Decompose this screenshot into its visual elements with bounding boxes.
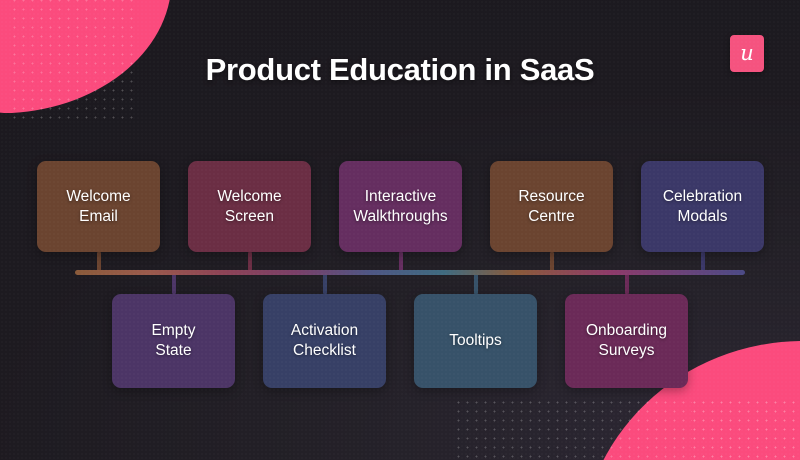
- node-label-line2: Checklist: [293, 342, 356, 359]
- connector-stem-celebration-modals: [700, 252, 705, 275]
- node-label-line1: Welcome: [217, 187, 282, 205]
- node-label-line1: Activation: [290, 322, 359, 340]
- connector-horizontal-line: [75, 270, 745, 275]
- node-label-line2: Surveys: [598, 342, 655, 359]
- connector-stem-tooltips: [473, 270, 478, 294]
- node-label-line2: State: [155, 342, 192, 359]
- connector-stem-empty-state: [171, 270, 176, 294]
- node-label-line1: Onboarding: [585, 322, 667, 340]
- node-label-line2: Email: [79, 207, 118, 225]
- node-label-line1: Tooltips: [449, 332, 502, 350]
- node-label-line1: Resource: [518, 187, 585, 205]
- connector-stem-welcome-screen: [247, 252, 252, 275]
- connector-stem-welcome-email: [96, 252, 101, 275]
- node-tooltips[interactable]: Tooltips: [414, 294, 537, 388]
- connector-stem-onboarding-surveys: [624, 270, 629, 294]
- node-label: Tooltips: [449, 331, 502, 351]
- page-title: Product Education in SaaS: [205, 52, 595, 87]
- node-label-line1: Empty: [151, 322, 196, 340]
- node-label-line2: Centre: [528, 207, 575, 225]
- connector-stem-activation-checklist: [322, 270, 327, 294]
- logo-letter-u-icon: u: [740, 40, 754, 65]
- node-label-line2: Screen: [224, 207, 275, 225]
- node-label-line2: Modals: [677, 207, 728, 225]
- node-label-line1: Welcome: [66, 187, 131, 205]
- node-label-line2: Walkthroughs: [353, 207, 448, 225]
- userpilot-logo: u: [730, 35, 764, 72]
- node-label-line1: Interactive: [364, 187, 437, 205]
- connector-stem-resource-centre: [549, 252, 554, 275]
- node-label-line1: Celebration: [662, 187, 743, 205]
- connector-stem-interactive-walkthroughs: [398, 252, 403, 275]
